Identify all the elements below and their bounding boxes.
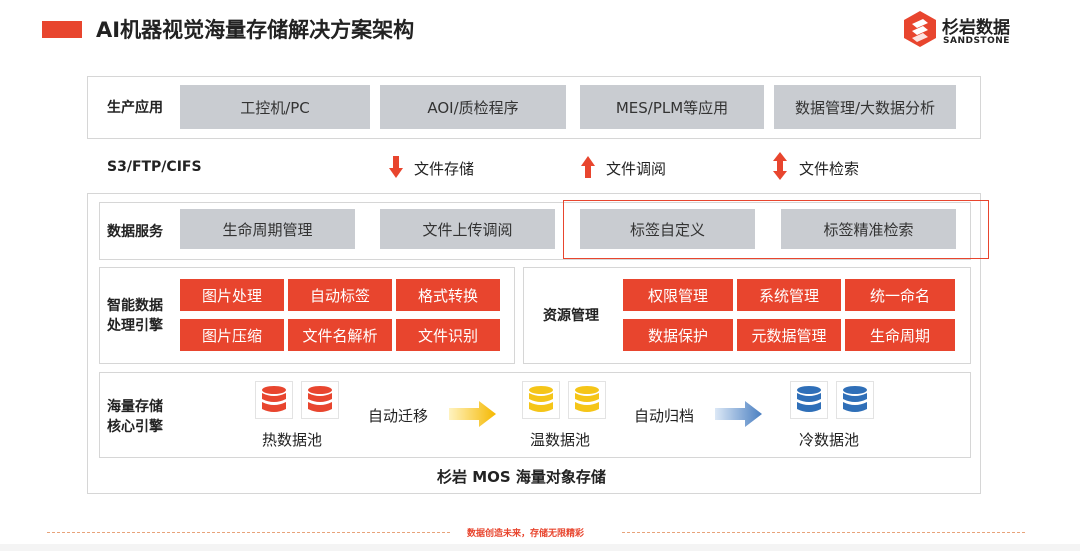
- flow-auto-archive: 自动归档: [634, 407, 695, 425]
- hot-db-icon: [255, 381, 293, 419]
- cold-pool-label: 冷数据池: [799, 431, 860, 449]
- protocol-op-store: 文件存储: [414, 160, 475, 178]
- warm-db-icon: [568, 381, 606, 419]
- archive-arrow-icon: [715, 400, 763, 428]
- storage-core-label-1: 海量存储: [107, 399, 163, 415]
- mos-storage-label: 杉岩 MOS 海量对象存储: [437, 468, 606, 486]
- warm-db-icon: [522, 381, 560, 419]
- service-lifecycle: 生命周期管理: [180, 209, 355, 249]
- sandstone-logo-icon: [901, 9, 939, 49]
- tag-feature-highlight: [563, 200, 989, 259]
- storage-core-label-2: 核心引擎: [107, 419, 163, 435]
- footer-slogan: 数据创造未来，存储无限精彩: [467, 529, 585, 539]
- logo-text-en: SANDSTONE: [943, 36, 1010, 46]
- warm-pool-label: 温数据池: [530, 431, 591, 449]
- resource-system: 系统管理: [737, 279, 841, 311]
- smart-engine-label-1: 智能数据: [107, 298, 163, 314]
- page-title: AI机器视觉海量存储解决方案架构: [96, 18, 415, 42]
- cold-db-icon: [790, 381, 828, 419]
- app-box-analytics: 数据管理/大数据分析: [774, 85, 956, 129]
- arrow-down-icon: [389, 155, 403, 179]
- engine-filename-parse: 文件名解析: [288, 319, 392, 351]
- hot-pool-label: 热数据池: [262, 431, 323, 449]
- resource-protection: 数据保护: [623, 319, 733, 351]
- service-tag-define: 标签自定义: [580, 209, 755, 249]
- arrow-up-icon: [581, 155, 595, 179]
- engine-auto-tag: 自动标签: [288, 279, 392, 311]
- service-upload: 文件上传调阅: [380, 209, 555, 249]
- service-tag-search: 标签精准检索: [781, 209, 956, 249]
- resource-naming: 统一命名: [845, 279, 955, 311]
- protocol-label: S3/FTP/CIFS: [107, 159, 202, 175]
- app-box-mes: MES/PLM等应用: [580, 85, 764, 129]
- smart-engine-label-2: 处理引擎: [107, 318, 163, 334]
- resource-lifecycle: 生命周期: [845, 319, 955, 351]
- protocol-op-search: 文件检索: [799, 160, 860, 178]
- hot-db-icon: [301, 381, 339, 419]
- resource-mgmt-label: 资源管理: [543, 308, 599, 324]
- apps-row-label: 生产应用: [107, 100, 163, 116]
- cold-db-icon: [836, 381, 874, 419]
- arrow-updown-icon: [773, 152, 787, 180]
- footer-strip: [0, 544, 1080, 551]
- engine-image-compress: 图片压缩: [180, 319, 284, 351]
- data-service-label: 数据服务: [107, 224, 163, 240]
- flow-auto-migrate: 自动迁移: [368, 407, 429, 425]
- footer-divider-left: [47, 532, 450, 533]
- resource-metadata: 元数据管理: [737, 319, 841, 351]
- migrate-arrow-icon: [449, 400, 497, 428]
- protocol-op-retrieve: 文件调阅: [606, 160, 667, 178]
- logo-text-cn: 杉岩数据: [942, 18, 1010, 38]
- title-accent-bar: [42, 21, 82, 38]
- footer-divider-right: [622, 532, 1025, 533]
- engine-format-convert: 格式转换: [396, 279, 500, 311]
- resource-permission: 权限管理: [623, 279, 733, 311]
- engine-image-process: 图片处理: [180, 279, 284, 311]
- app-box-aoi: AOI/质检程序: [380, 85, 566, 129]
- engine-file-recognize: 文件识别: [396, 319, 500, 351]
- app-box-ipc: 工控机/PC: [180, 85, 370, 129]
